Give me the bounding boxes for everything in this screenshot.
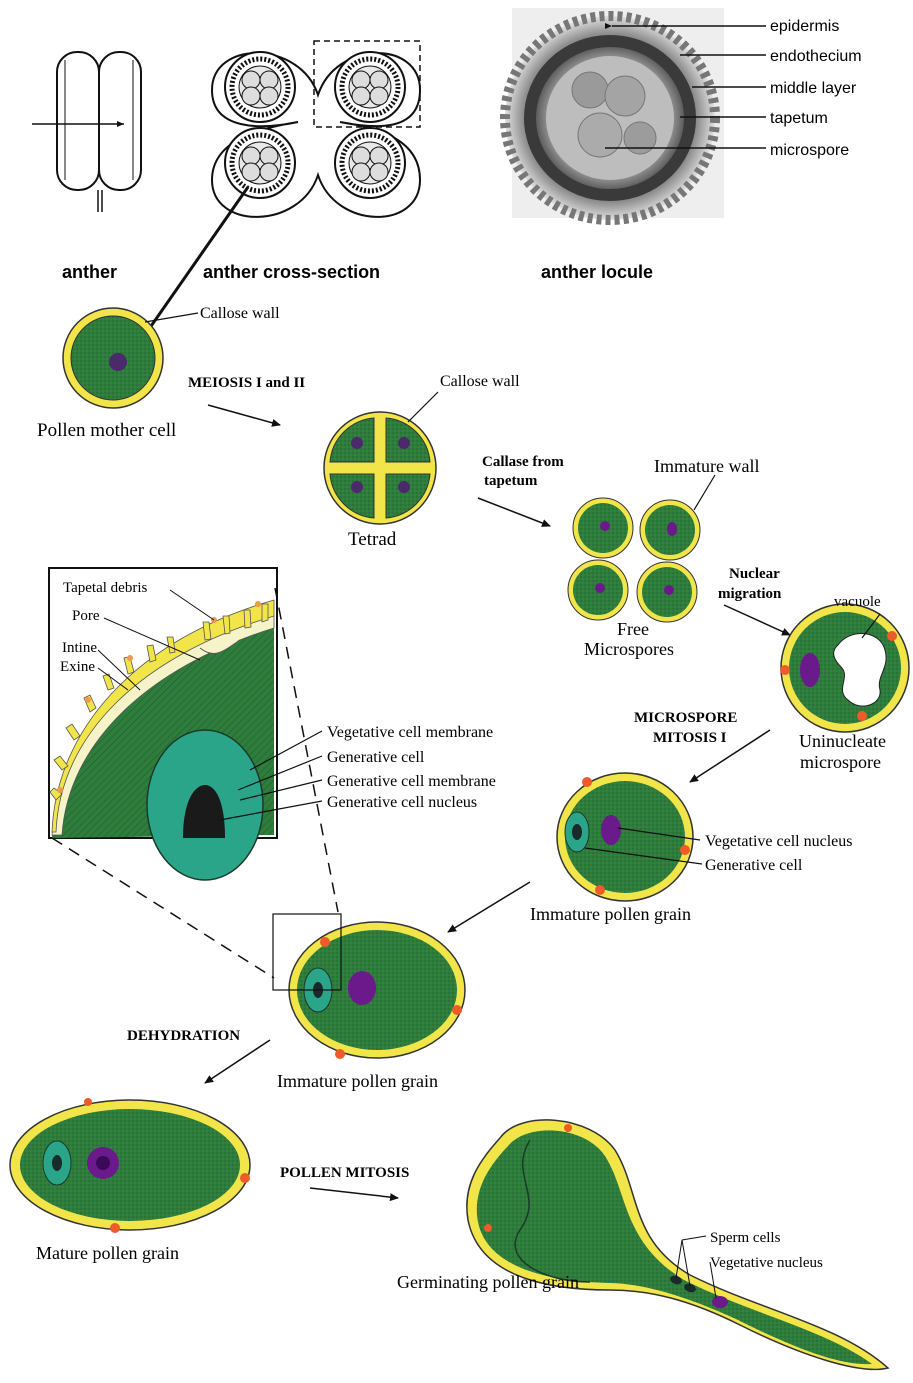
- label-pollen-mother-cell: Pollen mother cell: [37, 420, 176, 441]
- label-mitosis-1: MICROSPORE: [634, 710, 737, 726]
- label-intine: Intine: [62, 640, 97, 656]
- caption-cross-section: anther cross-section: [203, 262, 380, 282]
- locule-top-right: [335, 52, 405, 122]
- uninucleate-microspore: [780, 604, 909, 732]
- label-immature-wall: Immature wall: [654, 456, 759, 476]
- label-mature-grain: Mature pollen grain: [36, 1243, 179, 1263]
- label-uninucleate-2: microspore: [800, 752, 881, 772]
- anther-cross-section: [212, 41, 420, 217]
- label-free-1: Free: [617, 619, 649, 639]
- anther-locule-micrograph: [505, 8, 724, 220]
- tetrad: [324, 412, 436, 524]
- label-tapetum: tapetum: [770, 110, 828, 127]
- label-callase-1: Callase from: [482, 454, 564, 470]
- label-vacuole: vacuole: [834, 594, 881, 610]
- label-middle-layer: middle layer: [770, 80, 857, 97]
- pollen-mother-cell: [63, 308, 163, 408]
- label-tapetal-debris: Tapetal debris: [63, 580, 147, 596]
- label-nuclear-2: migration: [718, 586, 782, 602]
- locule-bottom-left: [225, 128, 295, 198]
- mature-pollen-grain: [10, 1098, 250, 1233]
- locule-bottom-right: [335, 128, 405, 198]
- label-free-2: Microspores: [584, 639, 674, 659]
- label-sperm-cells: Sperm cells: [710, 1230, 781, 1246]
- label-tetrad-callose: Callose wall: [440, 373, 520, 390]
- label-epidermis: epidermis: [770, 18, 839, 35]
- label-veg-nucleus: Vegetative cell nucleus: [705, 833, 853, 850]
- label-pmc-callose: Callose wall: [200, 305, 280, 322]
- caption-locule: anther locule: [541, 262, 653, 282]
- label-gen-nucleus: Generative cell nucleus: [327, 794, 477, 811]
- arrow-to-immature-left: [448, 882, 530, 932]
- label-immature-grain-1: Immature pollen grain: [530, 904, 691, 924]
- label-pollen-mitosis: POLLEN MITOSIS: [280, 1165, 409, 1181]
- label-exine: Exine: [60, 659, 95, 675]
- label-meiosis: MEIOSIS I and II: [188, 375, 305, 391]
- arrow-dehydration: [205, 1040, 270, 1083]
- germinating-pollen-grain: [467, 1120, 888, 1369]
- arrow-meiosis: [208, 405, 280, 425]
- anther-sketch: [32, 52, 141, 212]
- arrow-callase: [478, 498, 550, 526]
- label-gen-membrane: Generative cell membrane: [327, 773, 496, 790]
- immature-pollen-grain-right: [557, 773, 693, 901]
- caption-anther: anther: [62, 262, 117, 282]
- arrow-pollen-mitosis: [310, 1188, 398, 1198]
- label-uninucleate-1: Uninucleate: [799, 731, 886, 751]
- arrow-nuclear: [724, 605, 790, 635]
- label-microspore: microspore: [770, 142, 849, 159]
- immature-pollen-grain-left: [273, 914, 465, 1059]
- label-gen-cell: Generative cell: [705, 857, 803, 874]
- label-immature-grain-2: Immature pollen grain: [277, 1071, 438, 1091]
- label-pore: Pore: [72, 608, 100, 624]
- label-germinating: Germinating pollen grain: [397, 1272, 579, 1292]
- locule-top-left: [225, 52, 295, 122]
- free-microspores: [568, 498, 700, 622]
- label-mitosis-2: MITOSIS I: [653, 730, 727, 746]
- label-endothecium: endothecium: [770, 48, 862, 65]
- label-nuclear-1: Nuclear: [729, 566, 780, 582]
- label-tetrad: Tetrad: [348, 529, 397, 550]
- label-veg-membrane: Vegetative cell membrane: [327, 724, 493, 741]
- label-callase-2: tapetum: [484, 473, 538, 489]
- label-inset-gen-cell: Generative cell: [327, 749, 425, 766]
- label-veg-nucleus-2: Vegetative nucleus: [710, 1255, 823, 1271]
- label-dehydration: DEHYDRATION: [127, 1028, 240, 1044]
